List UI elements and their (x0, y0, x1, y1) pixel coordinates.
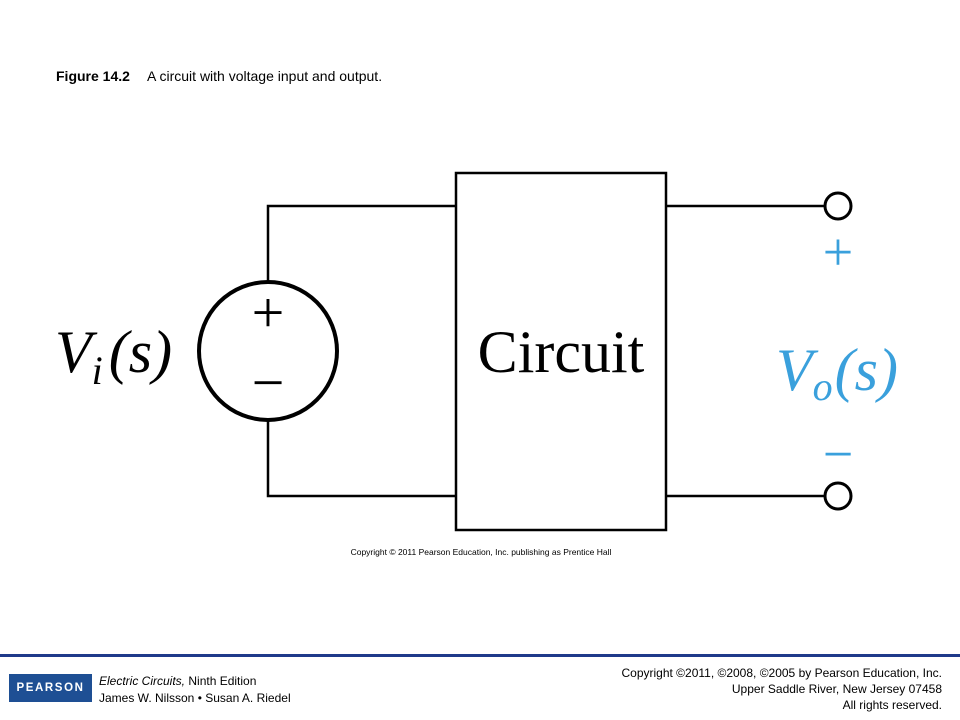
copyright-line-3: All rights reserved. (842, 698, 942, 712)
book-authors: James W. Nilsson • Susan A. Riedel (99, 691, 291, 705)
copyright-line-2: Upper Saddle River, New Jersey 07458 (731, 682, 942, 696)
book-edition: Ninth Edition (188, 674, 257, 688)
source-plus-sign: + (252, 280, 285, 345)
publisher-copyright: Copyright ©2011, ©2008, ©2005 by Pearson… (621, 665, 942, 713)
output-minus-sign: − (823, 424, 853, 484)
book-info: Electric Circuits, Ninth Edition James W… (99, 673, 291, 707)
input-voltage-arg: (s) (109, 319, 172, 385)
output-bottom-terminal (823, 481, 853, 511)
circuit-block (454, 171, 668, 532)
input-top-wire (266, 204, 456, 282)
input-voltage-subscript: i (92, 348, 103, 393)
circuit-block-label: Circuit (478, 319, 645, 385)
footer-divider (0, 654, 960, 657)
output-voltage-label: Vo(s) (776, 337, 898, 409)
pearson-logo-text: PEARSON (16, 682, 85, 694)
figure-caption-text: A circuit with voltage input and output. (147, 68, 383, 84)
figure-caption: Figure 14.2 A circuit with voltage input… (56, 68, 382, 84)
voltage-source-symbol (197, 280, 339, 422)
output-top-terminal (823, 191, 853, 221)
figure-number: Figure 14.2 (56, 68, 130, 84)
book-title: Electric Circuits, (99, 674, 186, 688)
image-copyright: Copyright © 2011 Pearson Education, Inc.… (351, 547, 612, 557)
source-minus-sign: − (252, 350, 285, 415)
input-voltage-v: V (55, 319, 98, 385)
book-title-line: Electric Circuits, Ninth Edition (99, 673, 291, 690)
output-voltage-subscript: o (813, 364, 833, 409)
pearson-logo: PEARSON (9, 674, 92, 702)
input-bottom-wire (266, 420, 456, 498)
copyright-line-1: Copyright ©2011, ©2008, ©2005 by Pearson… (621, 666, 942, 680)
output-voltage-arg: (s) (835, 337, 898, 403)
output-voltage-v: V (776, 337, 819, 403)
input-voltage-label: Vi(s) (55, 319, 172, 393)
output-plus-sign: + (823, 222, 853, 282)
